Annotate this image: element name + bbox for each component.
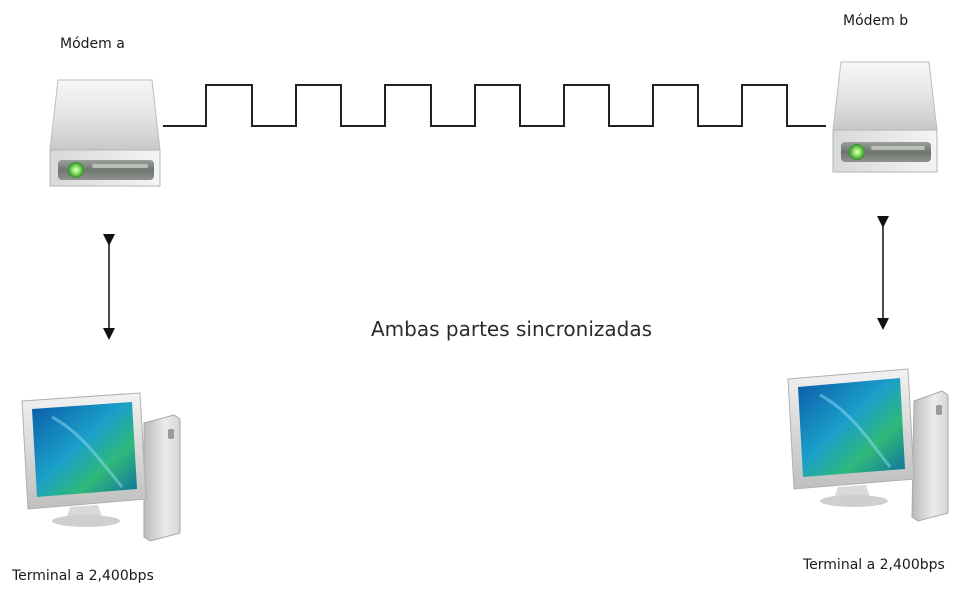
- modem-b-label: Módem b: [843, 13, 909, 29]
- modem-a-icon: [49, 79, 161, 187]
- terminal-a-label: Terminal a 2,400bps: [12, 568, 154, 584]
- terminal-b-label: Terminal a 2,400bps: [803, 557, 945, 573]
- modem-a-label: Módem a: [60, 36, 125, 52]
- terminal-b-icon: [787, 368, 949, 522]
- sync-caption: Ambas partes sincronizadas: [371, 317, 653, 341]
- terminal-a-icon: [21, 392, 181, 542]
- modem-b-icon: [832, 61, 938, 173]
- square-wave-signal: [163, 84, 826, 127]
